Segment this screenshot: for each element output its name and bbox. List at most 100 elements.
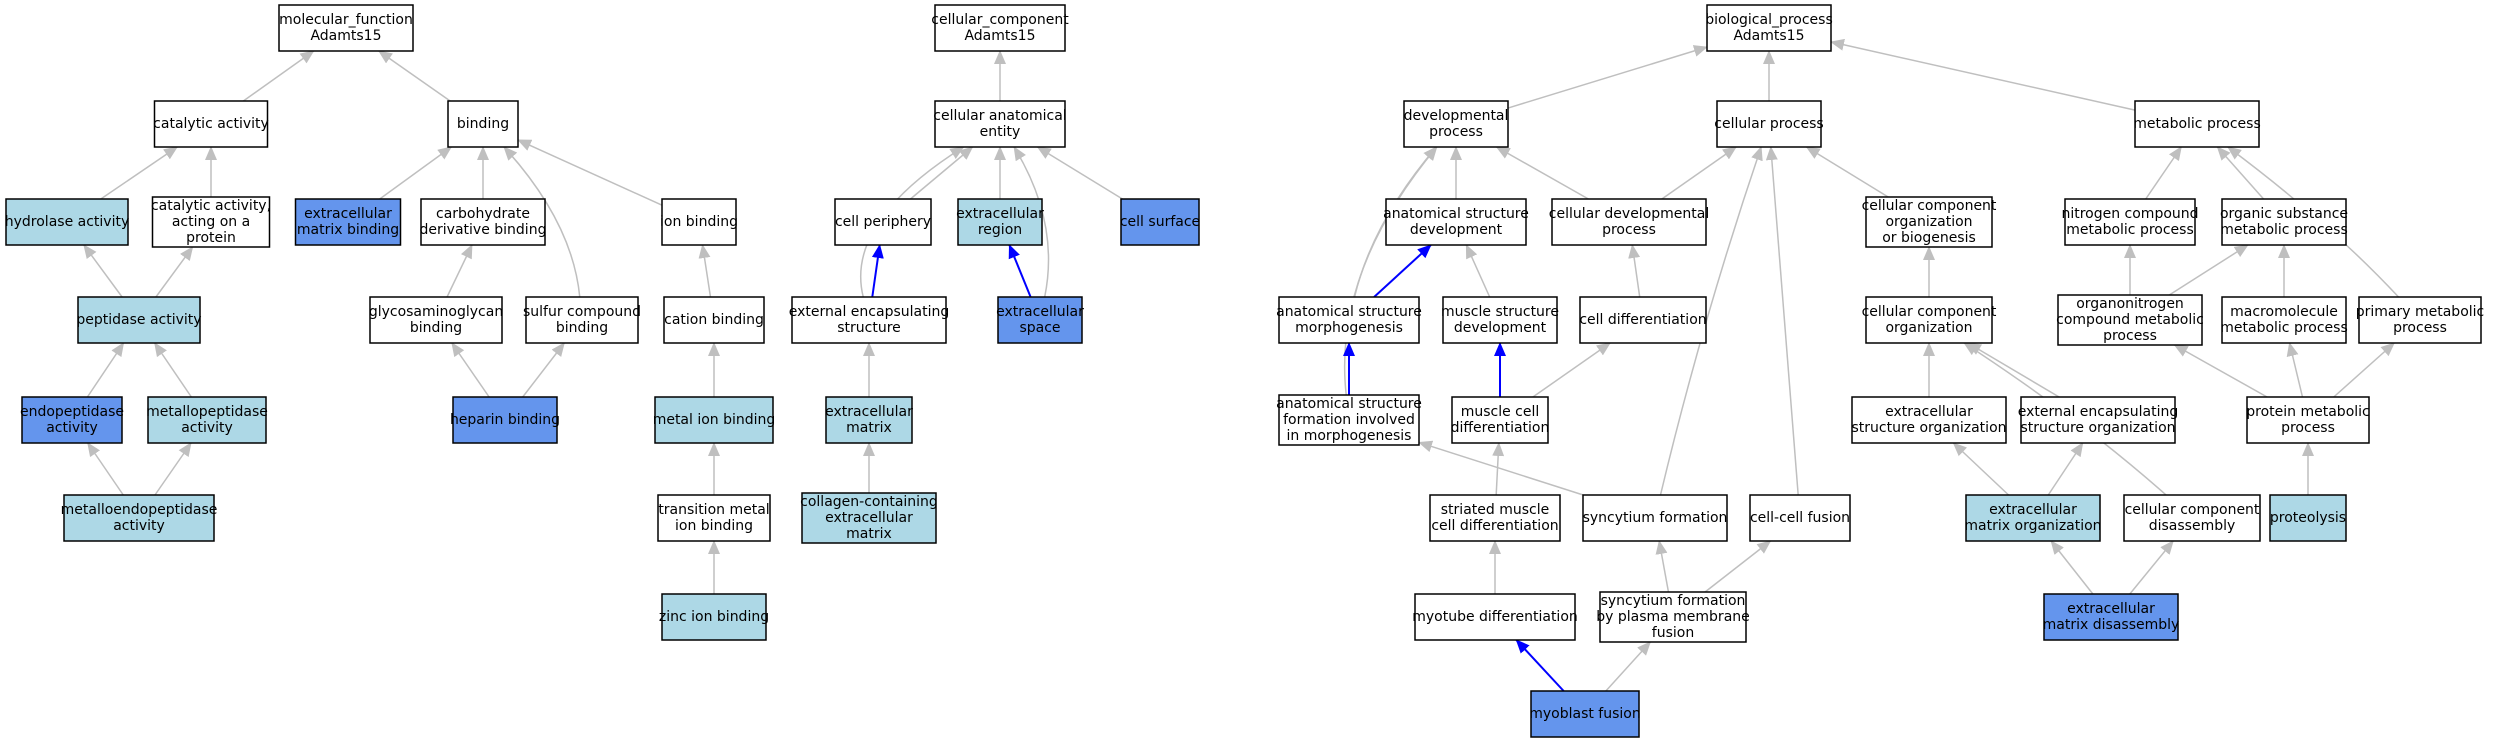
node-label-line: external encapsulating [789, 304, 949, 320]
node-label-line: myoblast fusion [1529, 706, 1641, 722]
node-label-line: Adamts15 [964, 28, 1035, 44]
node-box [452, 396, 558, 444]
node-label-line: metabolic process [2066, 222, 2194, 238]
edge-extracellular_space-to-cellular_anatomical_entity [1013, 146, 1050, 298]
node-heparin-binding[interactable]: heparin binding [450, 396, 560, 444]
node-box [147, 396, 267, 444]
node-catalytic-activity[interactable]: catalytic activity [153, 100, 269, 148]
node-label-line: catalytic activity [153, 116, 269, 132]
node-label-line: extracellular [2067, 601, 2155, 617]
node-cell-periphery[interactable]: cell periphery [834, 198, 932, 246]
node-label-line: process [2103, 328, 2157, 344]
node-box [1749, 494, 1851, 542]
node-zinc-ion-binding[interactable]: zinc ion binding [659, 593, 769, 641]
node-label-line: syncytium formation [1583, 510, 1728, 526]
node-label-line: organonitrogen [2076, 296, 2184, 312]
node-hydrolase-activity[interactable]: hydrolase activity [5, 198, 130, 246]
node-metabolic-process[interactable]: metabolic process [2133, 100, 2261, 148]
node-peptidase-activity[interactable]: peptidase activity [76, 296, 202, 344]
node-myotube-differentiation[interactable]: myotube differentiation [1412, 593, 1578, 641]
node-cation-binding[interactable]: cation binding [663, 296, 765, 344]
node-cell-differentiation[interactable]: cell differentiation [1579, 296, 1707, 344]
node-box [791, 296, 947, 344]
node-label-line: cellular component [1862, 304, 1997, 320]
node-box [2043, 593, 2179, 641]
node-binding[interactable]: binding [447, 100, 519, 148]
node-label-line: activity [46, 420, 98, 436]
node-label-line: myotube differentiation [1412, 609, 1578, 625]
node-metal-ion-binding[interactable]: metal ion binding [653, 396, 776, 444]
node-ion-binding[interactable]: ion binding [660, 198, 738, 246]
node-box [2358, 296, 2482, 344]
node-label-line: Adamts15 [1733, 28, 1804, 44]
node-cell-surface[interactable]: cell surface [1120, 198, 1200, 246]
node-label-line: cation binding [664, 312, 764, 328]
edge-endopeptidase_activity-to-peptidase_activity [86, 342, 125, 398]
node-label-line: cellular component [2125, 502, 2260, 518]
edge-developmental_process-to-bp [1507, 45, 1708, 109]
node-label-line: cell surface [1120, 214, 1200, 230]
edge-ecm_binding-to-binding [379, 146, 453, 200]
node-label-line: macromolecule [2230, 304, 2338, 320]
node-box [1442, 296, 1558, 344]
node-box [1599, 591, 1747, 643]
node-myoblast-fusion[interactable]: myoblast fusion [1529, 690, 1641, 738]
node-proteolysis[interactable]: proteolysis [2269, 494, 2347, 542]
edge-ecm_organization-to-extracellular_structure_organization [1952, 442, 2010, 496]
edge-syncytium_formation_fusion-to-cell_cell_fusion [1704, 540, 1772, 593]
node-syncytium-formation[interactable]: syncytium formation [1582, 494, 1728, 542]
node-box [2123, 494, 2261, 542]
edge-binding-to-mf [378, 50, 451, 102]
node-box [1716, 100, 1822, 148]
edge-metabolic_process-to-bp [1830, 38, 2136, 111]
edge-striated_muscle_cell_diff-to-muscle_cell_differentiation [1492, 442, 1505, 496]
node-cellular-process[interactable]: cellular process [1714, 100, 1824, 148]
node-box [21, 396, 123, 444]
node-label-line: cellular component [1862, 198, 1997, 214]
node-box [2269, 494, 2347, 542]
node-label-line: by plasma membrane [1596, 609, 1750, 625]
node-cell-cell-fusion[interactable]: cell-cell fusion [1749, 494, 1851, 542]
node-box [801, 492, 937, 544]
